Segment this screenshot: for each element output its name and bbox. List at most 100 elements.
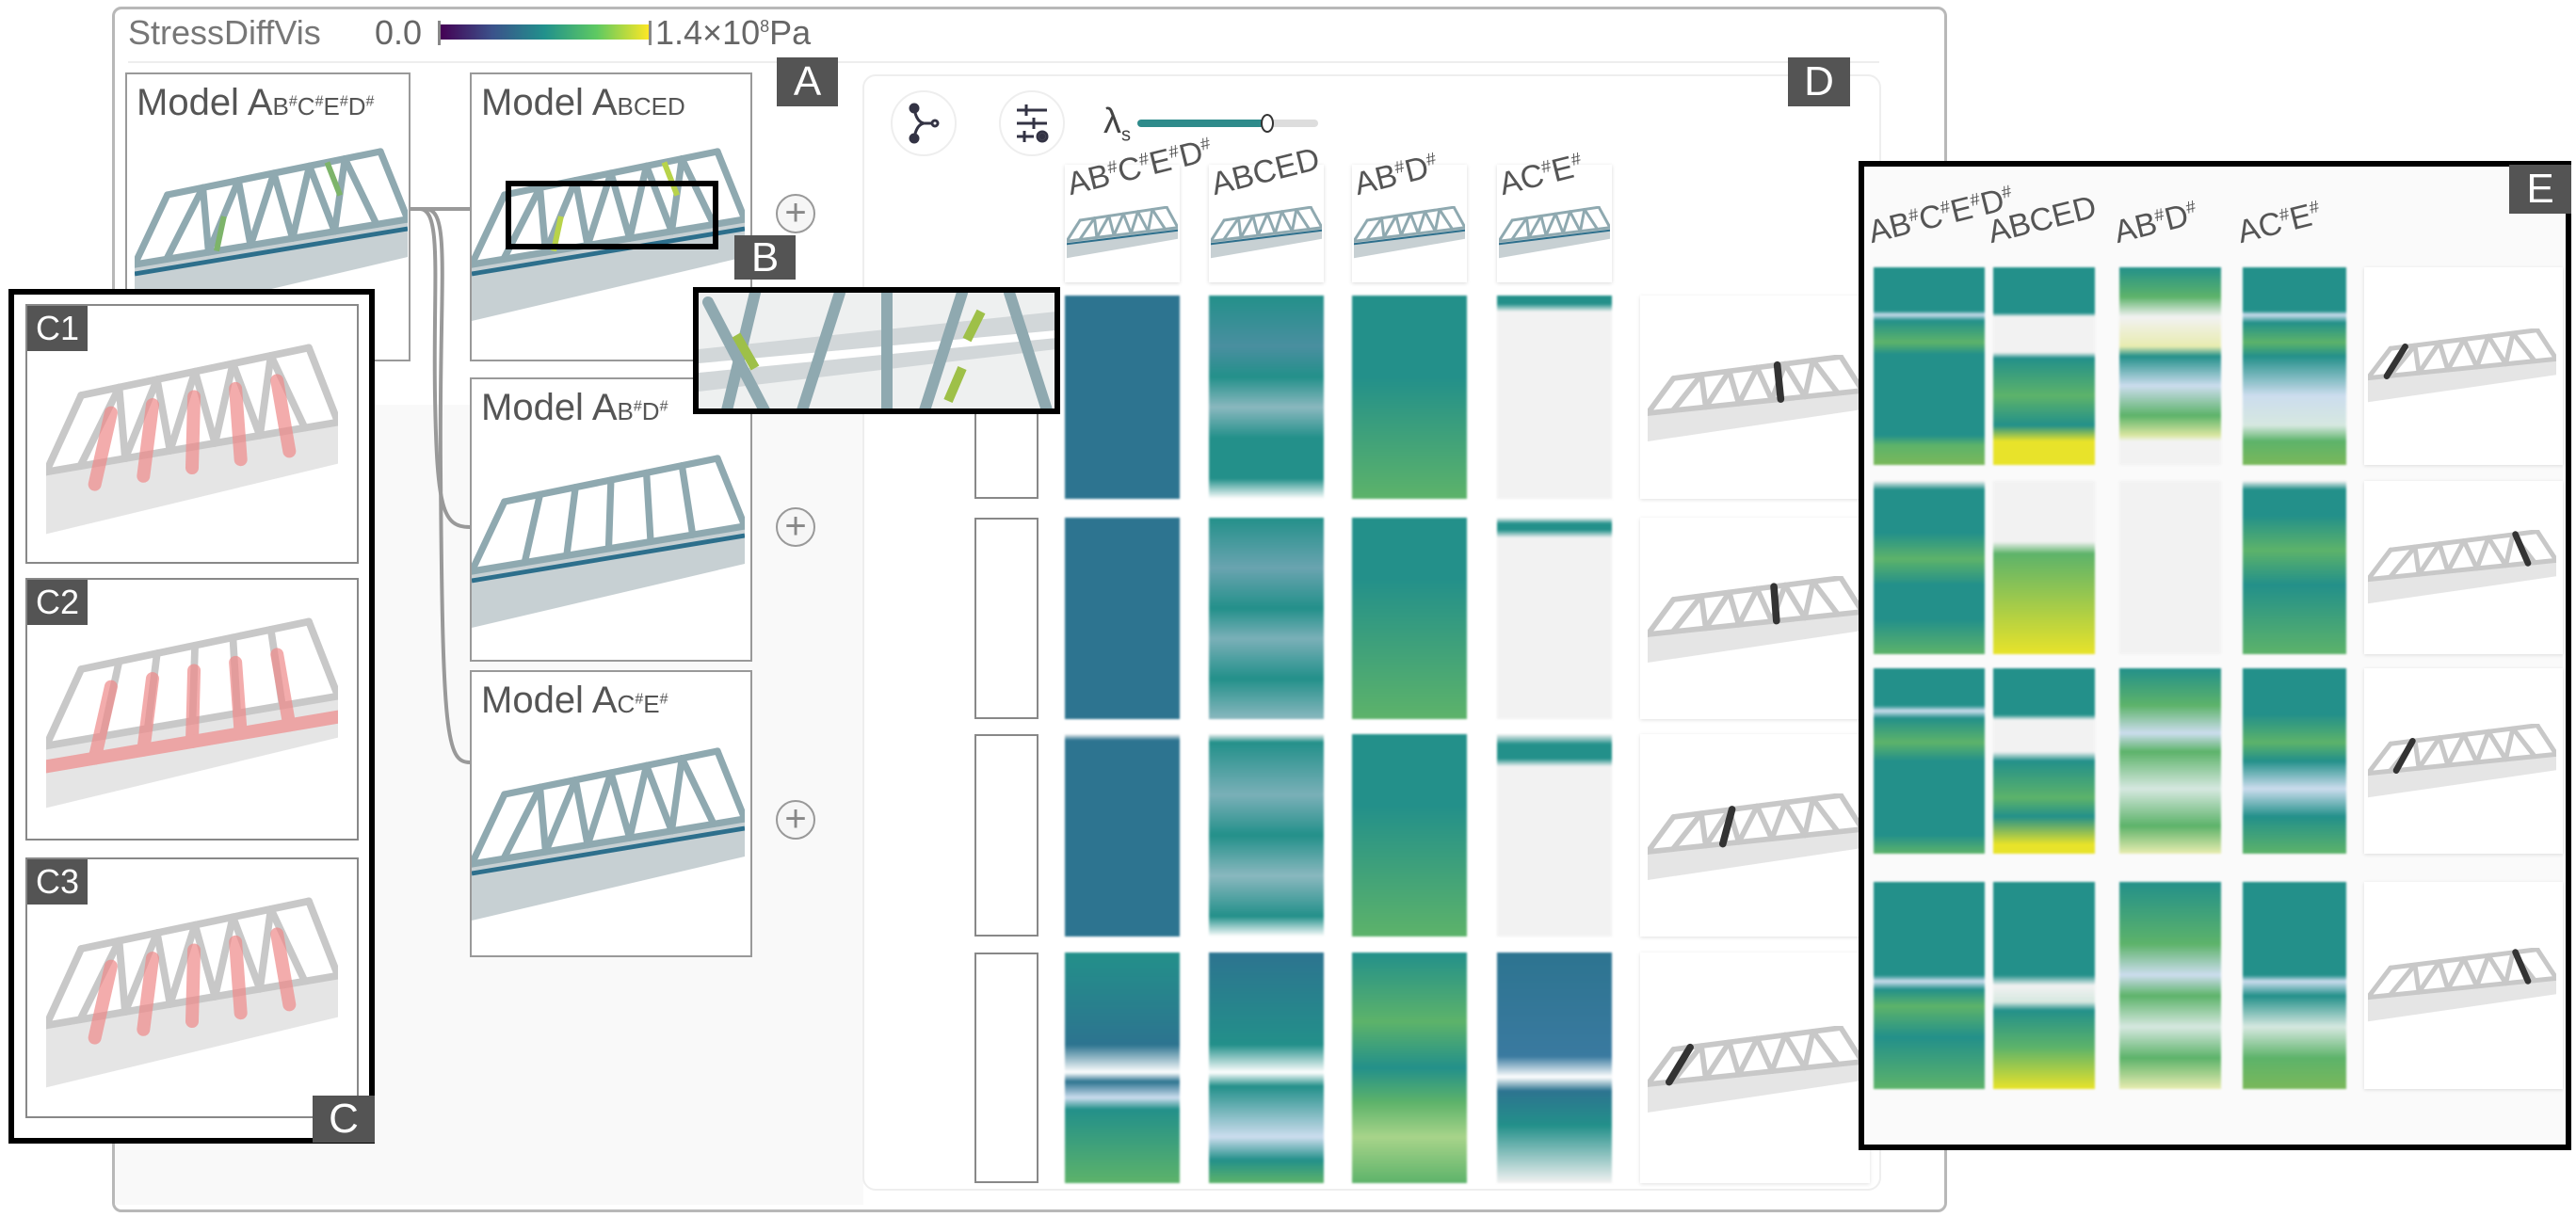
member-highlight-thumbnail[interactable]: [2364, 668, 2563, 854]
bridge-member-view: [2368, 948, 2556, 1028]
bridge-model-view[interactable]: [472, 455, 745, 643]
filter-settings-button[interactable]: [999, 90, 1065, 156]
stress-heatmap-cell[interactable]: [1352, 734, 1467, 937]
row-selector[interactable]: [974, 408, 1038, 499]
add-model-button[interactable]: +: [776, 194, 815, 233]
stress-heatmap-cell[interactable]: [1874, 882, 1985, 1089]
column-header[interactable]: AC#E#: [1496, 149, 1612, 282]
model-card-ace[interactable]: Model AC#E#: [470, 670, 752, 957]
stress-heatmap-cell[interactable]: [1352, 296, 1467, 499]
stress-difference-panel: C1 C2 C3 C: [8, 289, 375, 1144]
model-title: Model AC#E#: [481, 680, 668, 722]
tag-a: A: [777, 57, 838, 106]
member-highlight-thumbnail[interactable]: [2364, 481, 2563, 654]
column-header[interactable]: ABCED: [1208, 141, 1324, 282]
stress-heatmap-cell[interactable]: [2119, 668, 2221, 854]
column-header[interactable]: AB#C#E#D#: [1064, 134, 1212, 282]
stress-heatmap-cell[interactable]: [2243, 267, 2346, 465]
stress-diff-view-c1[interactable]: C1: [25, 304, 359, 564]
bridge-model-view[interactable]: [472, 747, 745, 936]
column-header[interactable]: AB#D#: [1351, 149, 1467, 282]
stress-heatmap-cell[interactable]: [1497, 518, 1612, 719]
bridge-member-view: [1648, 1025, 1862, 1120]
bridge-member-view: [2368, 530, 2556, 610]
stress-heatmap-cell[interactable]: [1874, 668, 1985, 854]
stress-heatmap-cell[interactable]: [1993, 882, 2095, 1089]
member-highlight-thumbnail[interactable]: [1640, 734, 1870, 937]
stress-heatmap-cell[interactable]: [1497, 953, 1612, 1183]
model-subscript: BCED: [617, 92, 685, 120]
bridge-diff-view: [46, 344, 338, 551]
stress-heatmap-cell[interactable]: [2243, 668, 2346, 854]
tag-b: B: [734, 234, 796, 280]
colorbar-max-exp: 8: [760, 17, 770, 36]
stress-heatmap-cell[interactable]: [2243, 481, 2346, 654]
row-selector[interactable]: [974, 734, 1038, 937]
stress-heatmap-cell[interactable]: [1352, 953, 1467, 1183]
stress-heatmap-cell[interactable]: [1993, 668, 2095, 854]
stress-heatmap-cell[interactable]: [1209, 518, 1324, 719]
stress-heatmap-cell[interactable]: [1993, 267, 2095, 465]
stress-diff-view-c2[interactable]: C2: [25, 578, 359, 841]
stress-heatmap-cell[interactable]: [1209, 953, 1324, 1183]
bridge-member-view: [1648, 793, 1862, 888]
model-subscript: C#E#: [617, 690, 668, 718]
model-title: Model AB#D#: [481, 387, 668, 429]
member-highlight-thumbnail[interactable]: [1640, 296, 1870, 499]
column-bridge-thumb: [1354, 206, 1465, 263]
stress-heatmap-cell[interactable]: [1352, 518, 1467, 719]
stress-diff-view-c3[interactable]: C3: [25, 857, 359, 1118]
bridge-member-view: [2368, 723, 2556, 804]
stress-heatmap-cell[interactable]: [1209, 296, 1324, 499]
colorbar-tick-max: [649, 21, 652, 45]
add-model-button[interactable]: +: [776, 507, 815, 547]
merge-icon: [909, 103, 940, 144]
highlight-box-b: [506, 181, 718, 249]
zoom-inset-b: [693, 287, 1060, 414]
bridge-member-view: [1648, 355, 1862, 449]
tag-c3: C3: [27, 859, 88, 905]
stress-heatmap-cell[interactable]: [2119, 481, 2221, 654]
stress-heatmap-cell[interactable]: [1874, 481, 1985, 654]
model-prefix: Model A: [481, 82, 618, 123]
lambda-slider-handle[interactable]: [1261, 114, 1275, 133]
model-card-abced[interactable]: Model ABCED: [470, 72, 752, 361]
model-prefix: Model A: [481, 387, 618, 428]
tag-d: D: [1788, 57, 1850, 106]
stress-heatmap-cell[interactable]: [2243, 882, 2346, 1089]
stress-heatmap-cell[interactable]: [2119, 882, 2221, 1089]
model-title: Model ABCED: [481, 82, 685, 124]
stress-heatmap-cell[interactable]: [1065, 953, 1180, 1183]
stress-heatmap-cell[interactable]: [1497, 734, 1612, 937]
member-highlight-thumbnail[interactable]: [1640, 518, 1870, 719]
stress-heatmap-cell[interactable]: [1497, 296, 1612, 499]
header-divider: [128, 61, 1879, 63]
stress-heatmap-cell[interactable]: [1993, 481, 2095, 654]
member-highlight-thumbnail[interactable]: [1640, 953, 1870, 1183]
merge-models-button[interactable]: [891, 90, 957, 156]
stress-heatmap-cell[interactable]: [2119, 267, 2221, 465]
model-card-abd[interactable]: Model AB#D#: [470, 377, 752, 662]
stress-heatmap-cell[interactable]: [1209, 734, 1324, 937]
column-bridge-thumb: [1499, 206, 1610, 263]
lambda-sub: s: [1121, 124, 1131, 146]
add-model-button[interactable]: +: [776, 800, 815, 840]
tag-c2: C2: [27, 580, 88, 625]
bridge-member-view: [1648, 576, 1862, 670]
tag-c: C: [313, 1096, 375, 1143]
row-selector[interactable]: [974, 953, 1038, 1183]
stress-heatmap-cell[interactable]: [1874, 267, 1985, 465]
model-tree-connectors: [411, 207, 471, 764]
member-highlight-thumbnail[interactable]: [2364, 882, 2563, 1089]
stress-heatmap-cell[interactable]: [1065, 734, 1180, 937]
app-title: StressDiffVis: [128, 13, 321, 52]
row-selector[interactable]: [974, 518, 1038, 719]
stress-heatmap-cell[interactable]: [1065, 296, 1180, 499]
stress-heatmap-cell[interactable]: [1065, 518, 1180, 719]
colorbar-max: 1.4×108Pa: [655, 13, 811, 53]
member-highlight-thumbnail[interactable]: [2364, 267, 2563, 465]
model-subscript: B#D#: [617, 397, 668, 425]
tag-e: E: [2509, 165, 2571, 214]
colorbar-unit: Pa: [769, 13, 812, 52]
model-prefix: Model A: [481, 680, 618, 721]
